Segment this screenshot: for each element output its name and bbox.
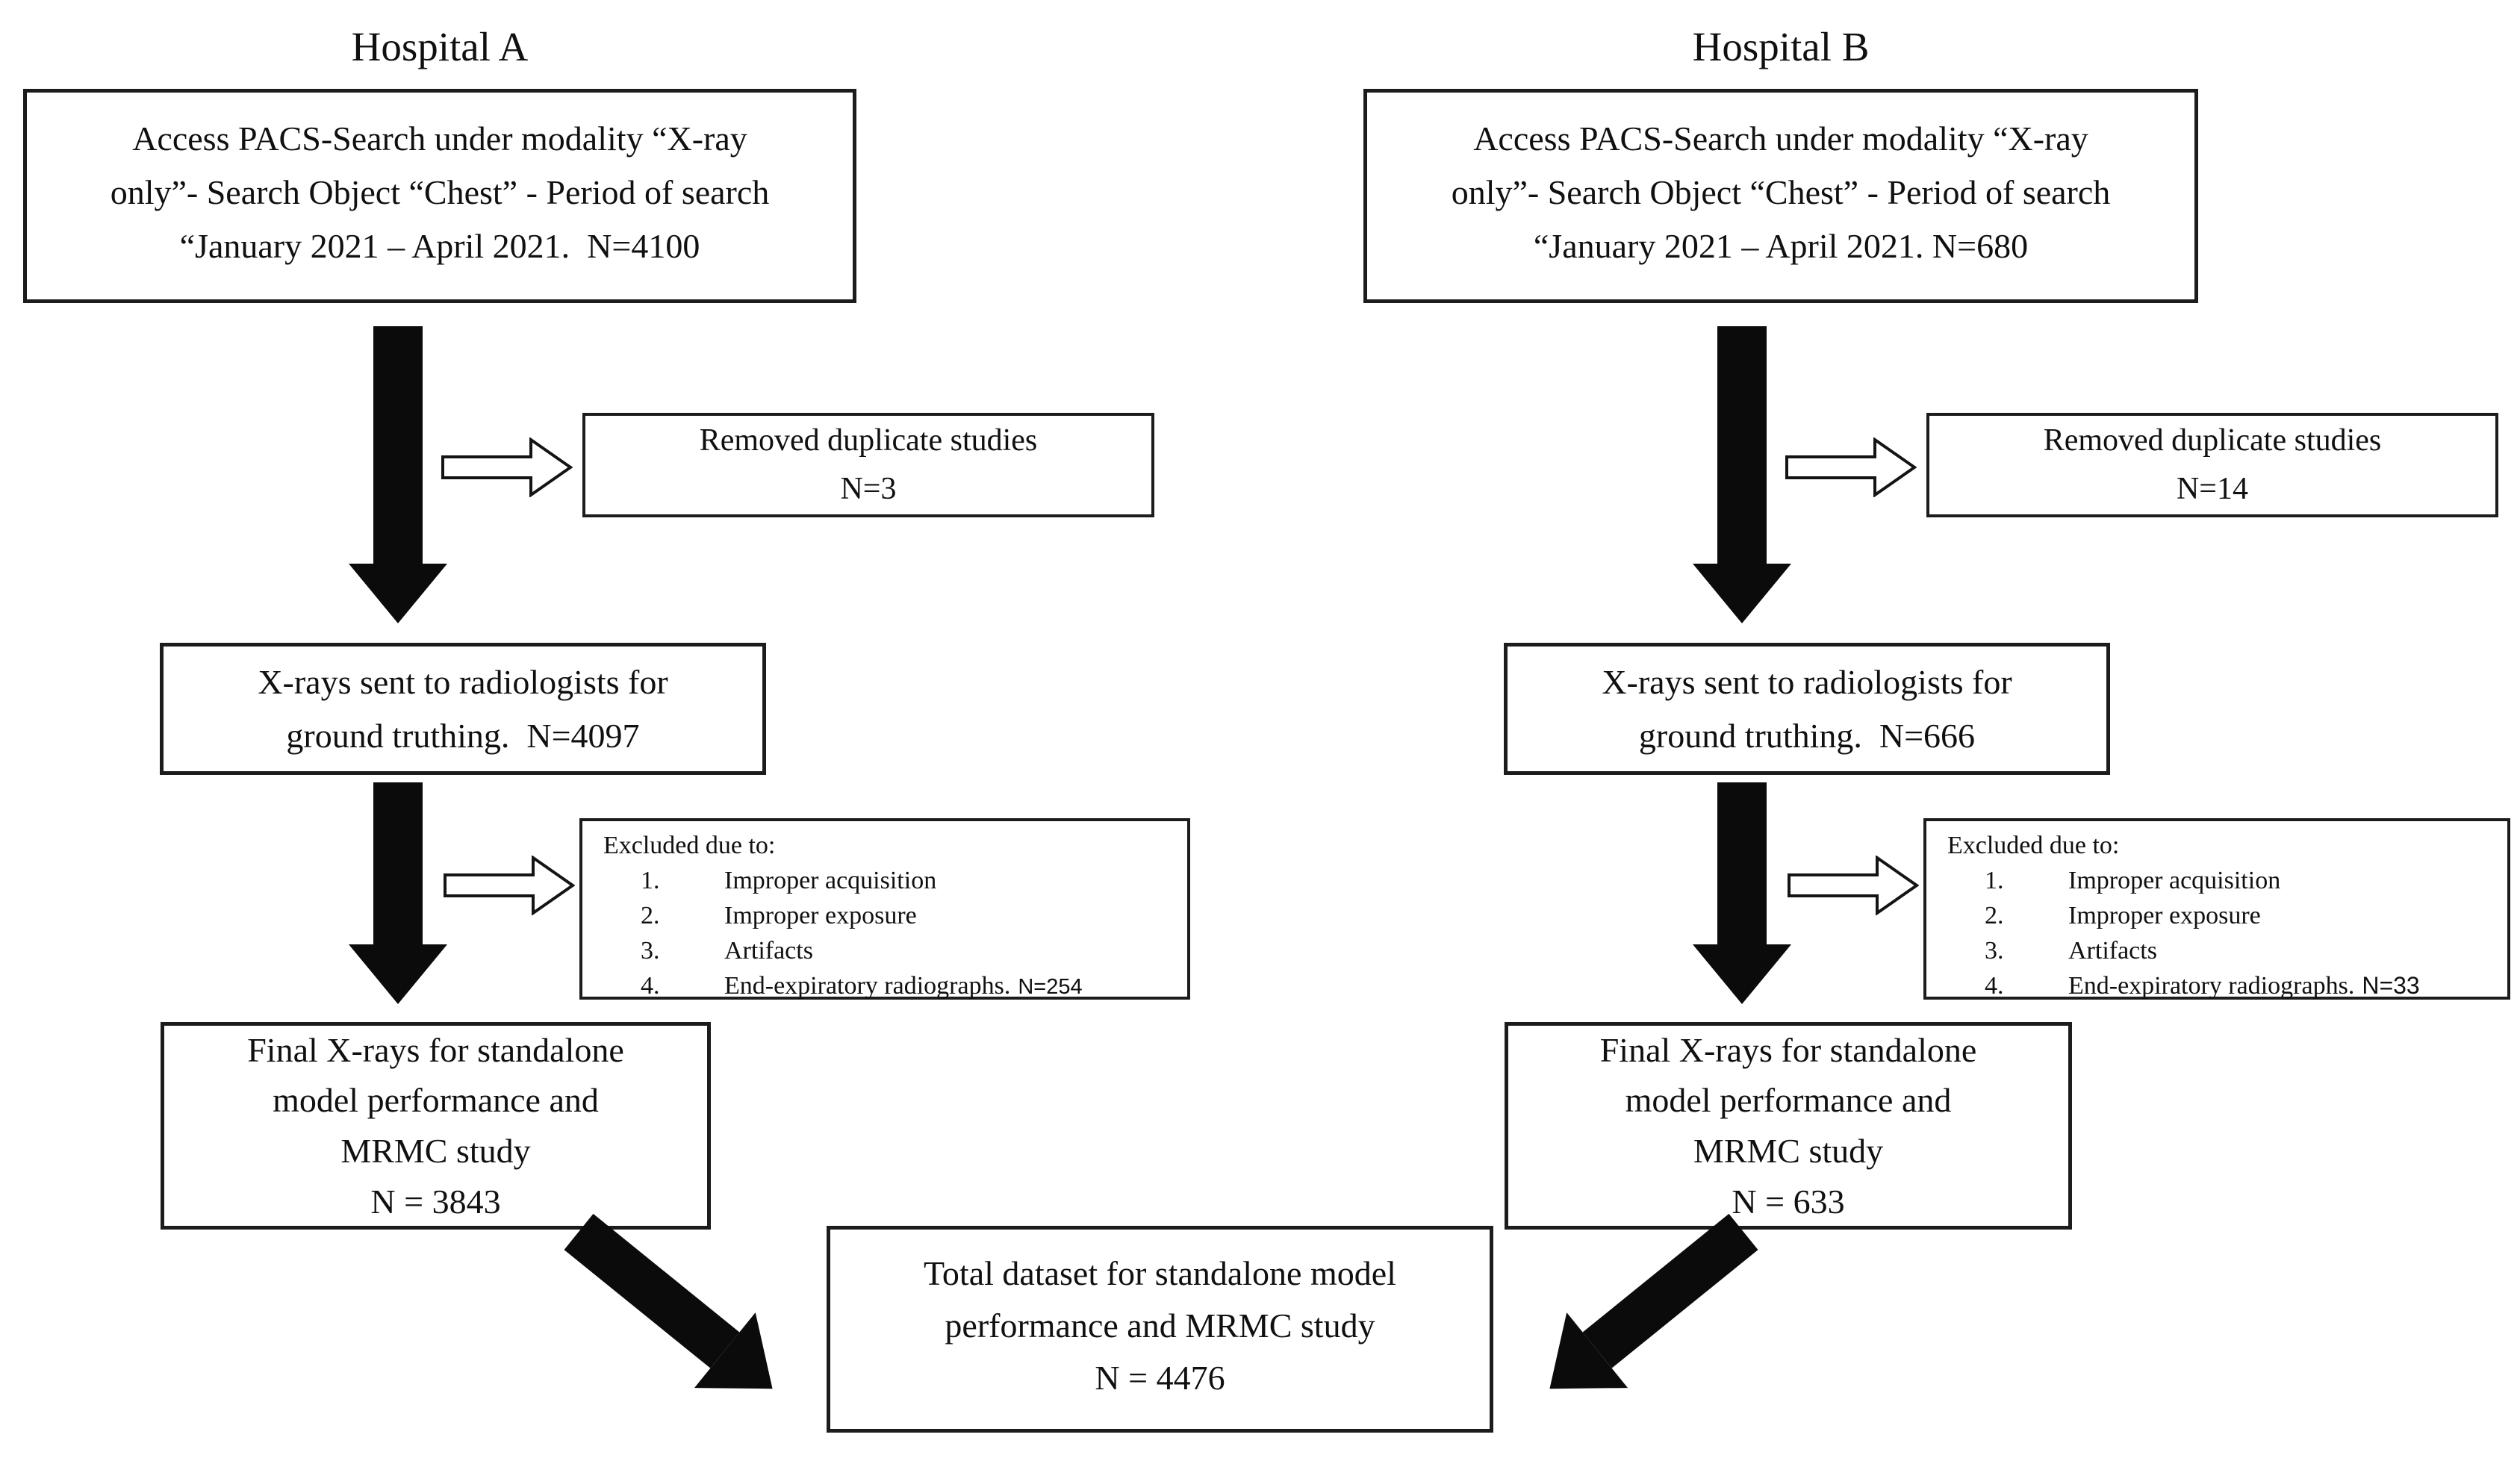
diagonal-arrow-shaft xyxy=(564,1213,740,1368)
diagonal-arrow-shaft xyxy=(1582,1213,1758,1368)
excluded-item: 3. Artifacts xyxy=(582,934,1174,969)
excluded-item-n-value: N=33 xyxy=(2362,971,2420,999)
excluded-item-number: 1. xyxy=(1985,866,2004,894)
hospital-b-removed-text: Removed duplicate studies N=14 xyxy=(2043,423,2382,506)
excluded-item-number: 4. xyxy=(1985,971,2004,1000)
excluded-header: Excluded due to: xyxy=(603,832,776,859)
hospital-b-sent-text: X-rays sent to radiologists for ground t… xyxy=(1602,663,2012,755)
excluded-item-label: Improper acquisition xyxy=(2068,866,2281,894)
down-arrow-shaft xyxy=(373,326,423,564)
excluded-item: 3. Artifacts xyxy=(1926,934,2494,969)
right-arrow-icon xyxy=(444,856,575,915)
down-arrow-icon xyxy=(349,782,447,1004)
down-arrow-icon xyxy=(1693,326,1791,623)
down-arrow-head xyxy=(349,944,447,1004)
down-arrow-icon xyxy=(1693,782,1791,1004)
excluded-item-number: 3. xyxy=(641,936,660,965)
excluded-item-number: 2. xyxy=(641,901,660,929)
hospital-a-final-box: Final X-rays for standalone model perfor… xyxy=(161,1022,711,1230)
excluded-item: 4. End-expiratory radiographs. N=254 xyxy=(582,969,1174,1004)
right-arrow-icon xyxy=(1788,856,1919,915)
excluded-item: 1. Improper acquisition xyxy=(582,864,1174,899)
hospital-a-title: Hospital A xyxy=(351,24,529,69)
excluded-header: Excluded due to: xyxy=(1947,832,2120,859)
hospital-b-excluded-box: Excluded due to: 1. Improper acquisition… xyxy=(1923,818,2510,1000)
excluded-item-number: 3. xyxy=(1985,936,2004,965)
excluded-item-label: End-expiratory radiographs. N=254 xyxy=(724,969,1174,1004)
down-arrow-icon xyxy=(349,326,447,623)
hospital-b-access-box: Access PACS-Search under modality “X-ray… xyxy=(1363,89,2198,303)
excluded-item-number: 4. xyxy=(641,971,660,1000)
down-arrow-head xyxy=(1693,944,1791,1004)
excluded-item-label: Improper exposure xyxy=(724,901,917,929)
down-arrow-head xyxy=(349,564,447,623)
hospital-a-sent-text: X-rays sent to radiologists for ground t… xyxy=(258,663,668,755)
hospital-a-removed-box: Removed duplicate studies N=3 xyxy=(582,413,1154,517)
total-dataset-box: Total dataset for standalone model perfo… xyxy=(827,1226,1493,1433)
excluded-item: 2. Improper exposure xyxy=(1926,899,2494,934)
hospital-b-sent-box: X-rays sent to radiologists for ground t… xyxy=(1504,643,2110,775)
hospital-b-title: Hospital B xyxy=(1692,24,1870,69)
total-dataset-text: Total dataset for standalone model perfo… xyxy=(924,1254,1396,1397)
hospital-b-final-text: Final X-rays for standalone model perfor… xyxy=(1599,1030,1977,1221)
excluded-item: 2. Improper exposure xyxy=(582,899,1174,934)
hospital-a-final-text: Final X-rays for standalone model perfor… xyxy=(247,1030,624,1221)
excluded-item-label: Artifacts xyxy=(724,936,813,965)
right-arrow-icon xyxy=(441,437,573,497)
excluded-item: 1. Improper acquisition xyxy=(1926,864,2494,899)
hospital-a-sent-box: X-rays sent to radiologists for ground t… xyxy=(160,643,766,775)
excluded-item: 4. End-expiratory radiographs.N=33 xyxy=(1926,969,2494,1004)
hospital-a-access-text: Access PACS-Search under modality “X-ray… xyxy=(110,119,770,265)
down-arrow-shaft xyxy=(373,782,423,944)
excluded-item-label: Artifacts xyxy=(2068,936,2157,965)
right-arrow-icon xyxy=(1785,437,1917,497)
hospital-a-excluded-box: Excluded due to: 1. Improper acquisition… xyxy=(579,818,1190,1000)
down-arrow-head xyxy=(1693,564,1791,623)
excluded-item-number: 2. xyxy=(1985,901,2004,929)
excluded-item-label: Improper acquisition xyxy=(724,866,937,894)
down-arrow-shaft xyxy=(1717,782,1767,944)
excluded-item-label-text: End-expiratory radiographs. xyxy=(2068,971,2355,1000)
excluded-item-label: Improper exposure xyxy=(2068,901,2261,929)
hospital-b-final-box: Final X-rays for standalone model perfor… xyxy=(1505,1022,2072,1230)
excluded-item-label: End-expiratory radiographs.N=33 xyxy=(2068,969,2494,1004)
hospital-a-access-box: Access PACS-Search under modality “X-ray… xyxy=(23,89,856,303)
down-arrow-shaft xyxy=(1717,326,1767,564)
excluded-item-number: 1. xyxy=(641,866,660,894)
excluded-item-label-text: End-expiratory radiographs. xyxy=(724,971,1011,1000)
hospital-a-removed-text: Removed duplicate studies N=3 xyxy=(699,423,1038,506)
excluded-item-n-value: N=254 xyxy=(1018,974,1083,999)
hospital-b-removed-box: Removed duplicate studies N=14 xyxy=(1926,413,2498,517)
hospital-b-access-text: Access PACS-Search under modality “X-ray… xyxy=(1451,119,2111,265)
